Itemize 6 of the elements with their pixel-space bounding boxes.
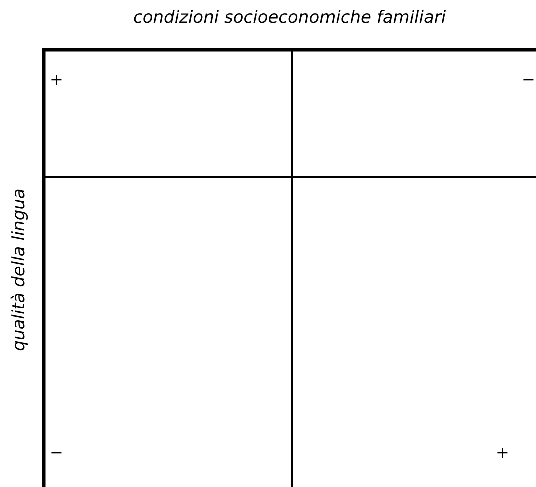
axis-title: condizioni socioeconomiche familiari [134, 8, 446, 28]
sign-label: − [522, 70, 536, 89]
sign-label: − [50, 443, 64, 462]
axis-title: qualità della lingua [8, 188, 29, 352]
sign-label: + [496, 443, 510, 462]
sign-label: + [50, 70, 64, 89]
